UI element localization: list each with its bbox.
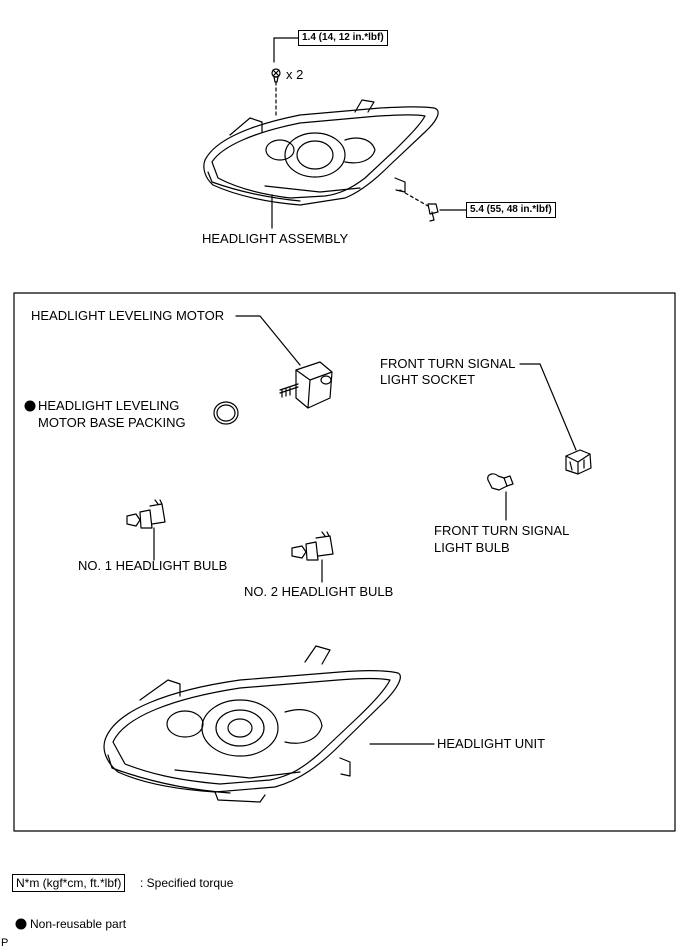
motor-base-packing-illustration xyxy=(213,401,239,425)
non-reusable-dot-icon xyxy=(24,400,36,412)
no1-headlight-bulb-illustration xyxy=(126,499,166,529)
non-reusable-dot-icon xyxy=(15,918,27,930)
bolt-icon xyxy=(427,203,439,222)
front-turn-signal-light-bulb-illustration xyxy=(487,473,514,491)
components-frame xyxy=(13,292,676,832)
legend-nonreusable-description: Non-reusable part xyxy=(30,917,127,931)
legend-torque-symbol: N*m (kgf*cm, ft.*lbf) xyxy=(12,874,126,892)
torque-label-lower: 5.4 (55, 48 in.*lbf) xyxy=(466,202,556,218)
base-packing-label-line2: MOTOR BASE PACKING xyxy=(38,415,186,430)
no2-headlight-bulb-illustration xyxy=(291,531,334,561)
turn-signal-bulb-label-line2: LIGHT BULB xyxy=(434,540,510,555)
headlight-assembly-label: HEADLIGHT ASSEMBLY xyxy=(202,231,349,246)
headlight-assembly-illustration xyxy=(203,99,439,229)
no2-headlight-bulb-label: NO. 2 HEADLIGHT BULB xyxy=(244,584,394,599)
turn-signal-socket-label-line2: LIGHT SOCKET xyxy=(380,372,476,387)
legend-torque-description: : Specified torque xyxy=(140,876,234,890)
turn-signal-socket-label-line1: FRONT TURN SIGNAL xyxy=(380,356,516,371)
screw-icon xyxy=(271,68,281,83)
quantity-label: x 2 xyxy=(286,67,304,82)
illustration-code: P xyxy=(1,937,9,949)
headlight-unit-label: HEADLIGHT UNIT xyxy=(437,736,546,751)
headlight-leveling-motor-label: HEADLIGHT LEVELING MOTOR xyxy=(31,308,225,323)
torque-label-upper: 1.4 (14, 12 in.*lbf) xyxy=(298,30,388,46)
base-packing-label-line1: HEADLIGHT LEVELING xyxy=(38,398,180,413)
headlight-unit-illustration xyxy=(103,645,401,803)
headlight-leveling-motor-illustration xyxy=(279,361,333,409)
front-turn-signal-light-socket-illustration xyxy=(565,449,592,475)
no1-headlight-bulb-label: NO. 1 HEADLIGHT BULB xyxy=(78,558,228,573)
turn-signal-bulb-label-line1: FRONT TURN SIGNAL xyxy=(434,523,570,538)
